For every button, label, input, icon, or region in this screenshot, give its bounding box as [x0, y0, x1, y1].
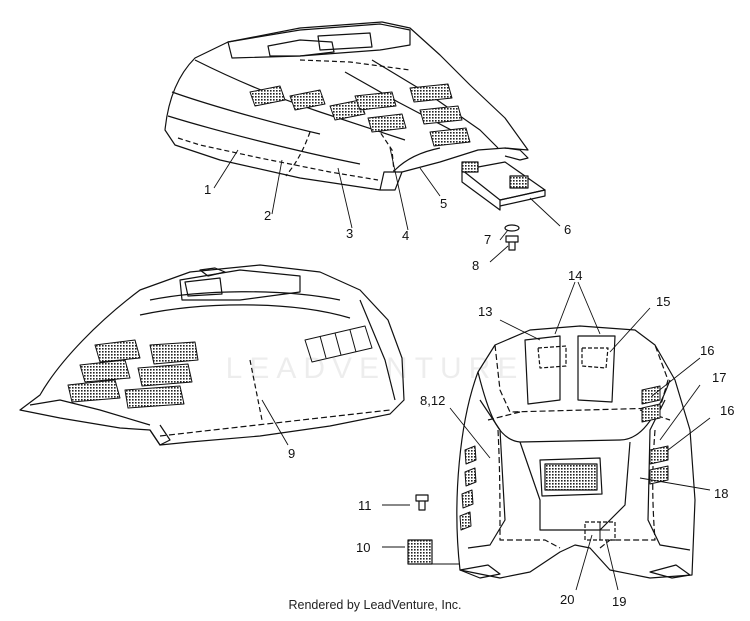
washer-part: [504, 224, 520, 232]
callout-19: 19: [612, 594, 626, 609]
callout-4: 4: [402, 228, 409, 243]
callout-14: 14: [568, 268, 582, 283]
screw-part: [505, 235, 519, 251]
callout-20: 20: [560, 592, 574, 607]
callout-3: 3: [346, 226, 353, 241]
callout-16-upper: 16: [700, 343, 714, 358]
bracket-part: [461, 161, 546, 211]
callout-5: 5: [440, 196, 447, 211]
leader-lines: [213, 147, 711, 591]
footer-credit: Rendered by LeadVenture, Inc.: [288, 598, 462, 612]
callout-10: 10: [356, 540, 370, 555]
callout-8: 8: [472, 258, 479, 273]
callout-8-12: 8,12: [420, 393, 445, 408]
callout-1: 1: [204, 182, 211, 197]
callout-15: 15: [656, 294, 670, 309]
left-hood-vents: [67, 325, 373, 409]
left-hood-outline: [19, 264, 405, 446]
watermark-text: LEADVENTURE: [225, 352, 525, 385]
callout-13: 13: [478, 304, 492, 319]
upper-hood-vents: [249, 83, 471, 147]
callout-11: 11: [358, 498, 372, 513]
upper-hood-outline: [164, 21, 529, 191]
callout-2: 2: [264, 208, 271, 223]
callout-18: 18: [714, 486, 728, 501]
callout-17: 17: [712, 370, 726, 385]
right-hood-vents: [459, 385, 669, 531]
callout-16-lower: 16: [720, 403, 734, 418]
callout-9: 9: [288, 446, 295, 461]
decal-part: [407, 539, 460, 565]
callout-6: 6: [564, 222, 571, 237]
callout-7: 7: [484, 232, 491, 247]
fastener-part: [415, 494, 429, 511]
